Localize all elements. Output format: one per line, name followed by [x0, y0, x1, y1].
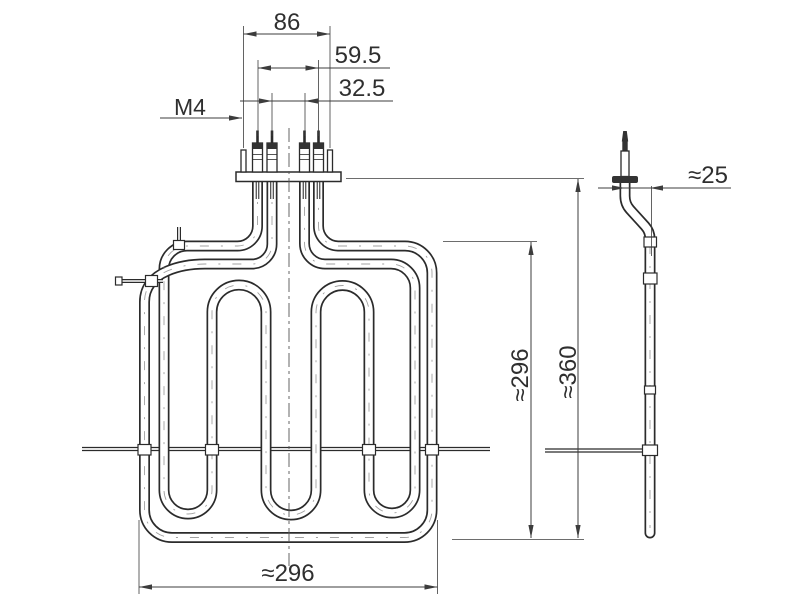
mounting-pin-left [114, 274, 163, 288]
dim-stud-spacing: 86 [243, 9, 330, 37]
dim-body-height: ≈296 [507, 242, 534, 538]
terminal-rods [255, 182, 321, 199]
m4-stud-left [240, 149, 247, 173]
side-tube [625, 182, 650, 533]
mounting-plate [235, 171, 342, 183]
dim-outer-pin-spacing: 59.5 [258, 42, 390, 71]
dim-body-height-label: ≈296 [507, 348, 534, 401]
rod-clips [137, 443, 440, 456]
mounting-pin-top [172, 227, 186, 251]
dim-side-offset: ≈25 [598, 162, 731, 191]
terminal-pin [312, 130, 325, 173]
dim-body-width-label: ≈296 [261, 560, 314, 587]
terminal-pin [251, 130, 264, 173]
terminal-pins [251, 130, 325, 173]
dim-body-width: ≈296 [139, 560, 438, 590]
terminal-pin [266, 130, 278, 173]
callout-thread-size: M4 [160, 94, 242, 121]
inner-tube-circuit [164, 181, 415, 515]
thread-size-label: M4 [174, 94, 206, 120]
inner-tube-centerline [163, 180, 416, 516]
dim-stud-spacing-label: 86 [274, 9, 301, 36]
side-terminal-pin [612, 131, 638, 183]
outer-tube-centerline [144, 180, 433, 538]
dim-overall-height: ≈360 [555, 179, 582, 538]
dimension-annotations: 86 59.5 32.5 M4 ≈25 [138, 9, 731, 594]
dim-inner-pin-spacing: 32.5 [240, 75, 393, 104]
side-tube-joint [643, 385, 657, 395]
side-rod-clip [641, 444, 659, 457]
side-flange [612, 176, 638, 183]
side-view [545, 131, 659, 533]
outer-tube-circuit [145, 181, 433, 538]
side-tube-collar-upper [643, 236, 658, 248]
terminal-pin [298, 130, 311, 173]
dim-side-offset-label: ≈25 [688, 162, 728, 189]
side-tube-collar-mid [642, 272, 658, 285]
dim-outer-pin-spacing-label: 59.5 [335, 42, 382, 69]
dim-inner-pin-spacing-label: 32.5 [339, 75, 386, 102]
front-view [82, 128, 490, 566]
dim-overall-height-label: ≈360 [555, 345, 582, 398]
m4-stud-right [326, 149, 334, 173]
